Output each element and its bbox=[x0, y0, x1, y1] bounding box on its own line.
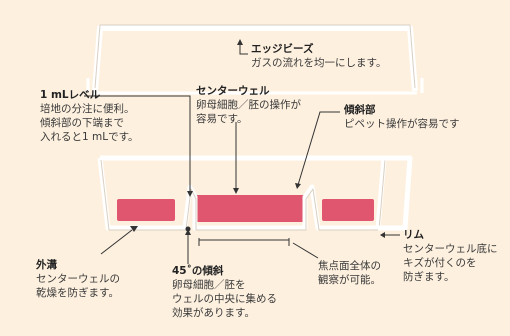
edge-beads-desc: ガスの流れを均一にします。 bbox=[251, 57, 387, 69]
outer-moat-label: 外溝 センターウェルの 乾燥を防ぎます。 bbox=[36, 258, 120, 300]
outer-moat-desc-2: 乾燥を防ぎます。 bbox=[36, 287, 119, 299]
slope-45-desc-3: 効果があります。 bbox=[172, 307, 255, 319]
center-well-label: センターウェル 卵母細胞／胚の操作が 容易です。 bbox=[196, 84, 301, 126]
one-ml-level-desc-2: 傾斜部の下端まで bbox=[40, 117, 124, 129]
focus-plane-label: 焦点面全体の 観察が可能。 bbox=[318, 259, 381, 287]
rim-desc-1: センターウェル底に bbox=[403, 243, 498, 255]
center-well-medium bbox=[195, 195, 305, 222]
focus-plane-bracket bbox=[198, 238, 290, 246]
center-well-desc-1: 卵母細胞／胚の操作が bbox=[196, 99, 301, 111]
slope-45-desc-2: ウェルの中央に集める bbox=[172, 293, 277, 305]
dish-body bbox=[97, 155, 413, 231]
rim-desc-3: 防ぎます。 bbox=[403, 271, 455, 283]
center-well-title: センターウェル bbox=[196, 85, 270, 97]
edge-beads-label: エッジビーズ ガスの流れを均一にします。 bbox=[251, 42, 386, 70]
one-ml-leader bbox=[84, 95, 191, 193]
slope-45-desc-1: 卵母細胞／胚を bbox=[172, 279, 246, 291]
rim-title: リム bbox=[403, 229, 424, 241]
outer-moat-desc-1: センターウェルの bbox=[36, 273, 120, 285]
center-well-desc-2: 容易です。 bbox=[196, 113, 248, 125]
rim-label: リム センターウェル底に キズが付くのを 防ぎます。 bbox=[403, 228, 498, 284]
leader-lines bbox=[84, 43, 400, 264]
slope-part-title: 傾斜部 bbox=[344, 104, 376, 116]
edge-beads-arrowhead bbox=[237, 39, 243, 45]
focus-plane-desc-2: 観察が可能。 bbox=[318, 274, 381, 286]
one-ml-level-title: 1 mLレベル bbox=[40, 89, 101, 101]
one-ml-level-desc-1: 培地の分注に便利。 bbox=[40, 103, 135, 115]
rim-arrowhead bbox=[380, 232, 385, 238]
one-ml-level-desc-3: 入れると1 mLです。 bbox=[40, 131, 139, 143]
edge-beads-leader bbox=[239, 43, 248, 55]
focus-plane-leader bbox=[292, 242, 319, 259]
one-ml-arrowhead bbox=[187, 191, 193, 197]
outer-moat-medium-left bbox=[117, 199, 175, 221]
slope-part-label: 傾斜部 ピペット操作が容易です bbox=[344, 103, 460, 131]
one-ml-level-label: 1 mLレベル 培地の分注に便利。 傾斜部の下端まで 入れると1 mLです。 bbox=[40, 88, 139, 144]
focus-plane-desc-1: 焦点面全体の bbox=[318, 260, 381, 272]
slope-45-label: 45˚の傾斜 卵母細胞／胚を ウェルの中央に集める 効果があります。 bbox=[172, 264, 277, 320]
arrow-heads bbox=[130, 39, 385, 238]
outer-moat-arrowhead bbox=[130, 226, 138, 232]
slope-45-title: 45˚の傾斜 bbox=[172, 265, 224, 277]
rim-desc-2: キズが付くのを bbox=[403, 257, 477, 269]
slope-part-desc: ピペット操作が容易です bbox=[344, 118, 460, 130]
slope-arrowhead bbox=[295, 183, 301, 189]
dish-lid bbox=[86, 24, 424, 95]
center-well-arrowhead bbox=[233, 188, 239, 194]
slope-angle-marker bbox=[185, 226, 191, 232]
outer-moat-medium-right bbox=[322, 199, 374, 221]
outer-moat-title: 外溝 bbox=[36, 259, 57, 271]
edge-beads-title: エッジビーズ bbox=[251, 43, 314, 55]
slope45-arrowhead bbox=[185, 229, 191, 235]
outer-moat-leader bbox=[100, 229, 133, 255]
slope-leader bbox=[297, 111, 340, 186]
